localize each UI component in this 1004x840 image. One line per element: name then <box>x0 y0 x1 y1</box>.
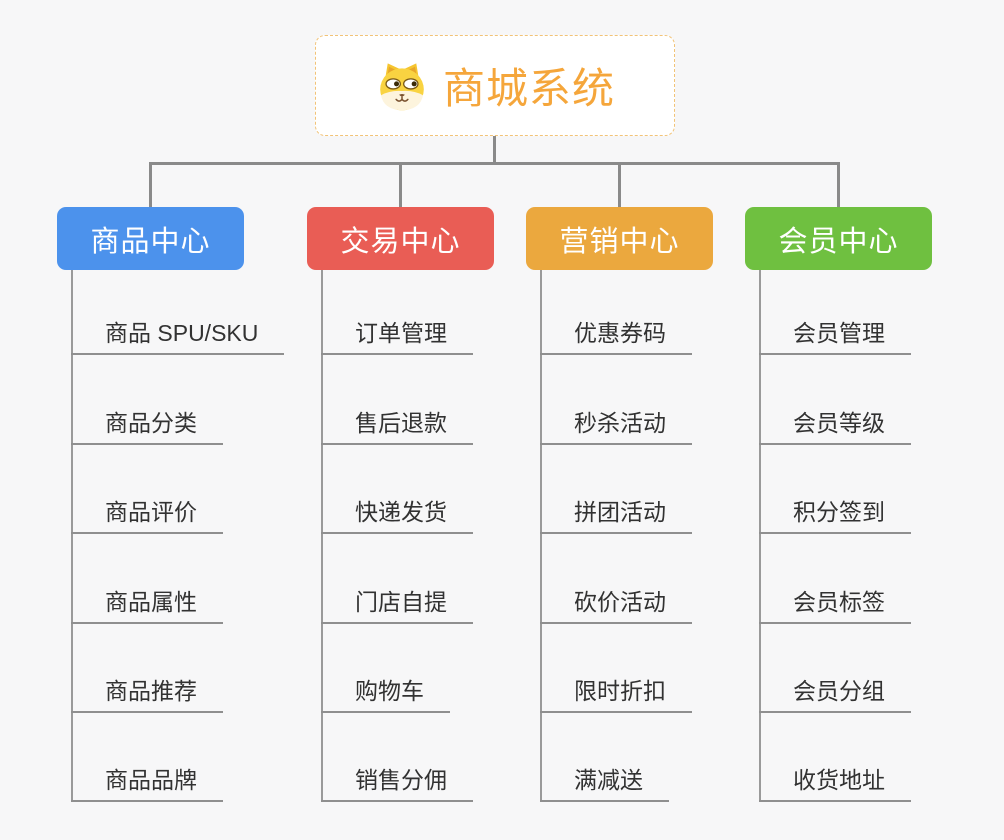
branch-node-trade-center[interactable]: 交易中心 <box>307 207 494 270</box>
leaf-item-store-pickup[interactable]: 门店自提 <box>321 589 473 624</box>
shiba-dog-face-icon <box>375 60 429 112</box>
branch-spine <box>71 270 73 802</box>
branch-drop-connector <box>399 162 402 207</box>
root-node-mall-system[interactable]: 商城系统 <box>315 35 675 136</box>
leaf-item-shipping-address[interactable]: 收货地址 <box>759 767 911 802</box>
leaf-item-product-review[interactable]: 商品评价 <box>71 499 223 534</box>
branch-node-product-center[interactable]: 商品中心 <box>57 207 244 270</box>
leaf-item-product-brand[interactable]: 商品品牌 <box>71 767 223 802</box>
leaf-item-member-group[interactable]: 会员分组 <box>759 678 911 713</box>
leaf-item-express-delivery[interactable]: 快递发货 <box>321 499 473 534</box>
root-node-label: 商城系统 <box>442 65 615 112</box>
leaf-item-flash-sale[interactable]: 秒杀活动 <box>540 410 692 445</box>
leaf-item-spend-save[interactable]: 满减送 <box>540 767 669 802</box>
root-stem-connector <box>493 136 496 163</box>
leaf-item-group-buy[interactable]: 拼团活动 <box>540 499 692 534</box>
leaf-item-order-management[interactable]: 订单管理 <box>321 320 473 355</box>
branch-spine <box>321 270 323 802</box>
leaf-item-member-tag[interactable]: 会员标签 <box>759 589 911 624</box>
leaf-item-aftersale-refund[interactable]: 售后退款 <box>321 410 473 445</box>
leaf-item-member-management[interactable]: 会员管理 <box>759 320 911 355</box>
leaf-item-product-attribute[interactable]: 商品属性 <box>71 589 223 624</box>
branch-node-marketing-center[interactable]: 营销中心 <box>526 207 713 270</box>
branch-drop-connector <box>149 162 152 207</box>
leaf-item-points-checkin[interactable]: 积分签到 <box>759 499 911 534</box>
leaf-item-shopping-cart[interactable]: 购物车 <box>321 678 450 713</box>
leaf-item-limited-time-discount[interactable]: 限时折扣 <box>540 678 692 713</box>
leaf-item-member-level[interactable]: 会员等级 <box>759 410 911 445</box>
leaf-item-product-recommend[interactable]: 商品推荐 <box>71 678 223 713</box>
branch-node-member-center[interactable]: 会员中心 <box>745 207 932 270</box>
branch-drop-connector <box>837 162 840 207</box>
leaf-item-product-category[interactable]: 商品分类 <box>71 410 223 445</box>
branch-spine <box>540 270 542 802</box>
leaf-item-product-spu-sku[interactable]: 商品 SPU/SKU <box>71 320 285 355</box>
leaf-item-bargain-activity[interactable]: 砍价活动 <box>540 589 692 624</box>
leaf-item-sales-commission[interactable]: 销售分佣 <box>321 767 473 802</box>
leaf-item-coupon-code[interactable]: 优惠券码 <box>540 320 692 355</box>
branch-spine <box>759 270 761 802</box>
branch-drop-connector <box>618 162 621 207</box>
branch-horizontal-connector <box>149 162 840 165</box>
